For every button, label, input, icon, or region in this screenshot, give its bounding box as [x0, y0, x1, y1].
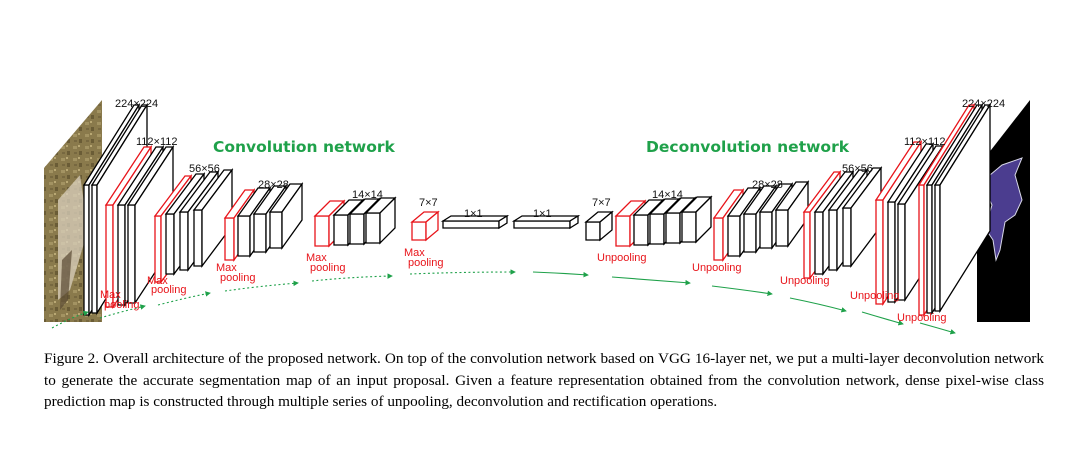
svg-text:pooling: pooling — [408, 257, 443, 269]
convolution-network-title: Convolution network — [213, 138, 396, 156]
architecture-diagram: Convolution network Deconvolution networ… — [44, 98, 1030, 335]
flow-arrow-7 — [532, 271, 589, 278]
svg-text:Max: Max — [216, 262, 237, 274]
max-pooling-label-5: Max pooling — [404, 247, 443, 269]
max-pooling-label-1: Max pooling — [100, 289, 139, 311]
conv-block-9 — [192, 168, 234, 268]
dim-label-fc-1: 1×1 — [464, 208, 483, 220]
dim-label-dec-1: 7×7 — [592, 197, 611, 209]
dim-label-dec-6: 224×224 — [962, 98, 1005, 110]
figure-caption: Figure 2. Overall architecture of the pr… — [44, 350, 1044, 410]
flow-arrow-5 — [311, 273, 393, 282]
svg-text:Max: Max — [100, 289, 121, 301]
dim-label-enc-6: 7×7 — [419, 197, 438, 209]
unpooling-label-1: Unpooling — [597, 252, 647, 264]
conv-block-18 — [410, 210, 440, 242]
unpooling-label-5: Unpooling — [897, 312, 947, 324]
dim-label-dec-3: 28×28 — [752, 179, 783, 191]
flow-arrows — [51, 269, 956, 335]
unpooling-label-3: Unpooling — [780, 275, 830, 287]
deconv-block-21 — [584, 210, 614, 242]
dim-label-enc-2: 112×112 — [136, 136, 178, 148]
unpooling-label-2: Unpooling — [692, 262, 742, 274]
svg-text:Max: Max — [147, 275, 168, 287]
max-pooling-label-2: Max pooling — [147, 275, 186, 296]
conv-block-17 — [364, 196, 397, 245]
deconv-block-35 — [841, 166, 883, 268]
fc-block-20 — [511, 214, 581, 230]
max-pooling-label-4: Max pooling — [306, 252, 345, 274]
conv-block-13 — [268, 181, 304, 251]
flow-arrow-2 — [99, 304, 146, 319]
layer-blocks — [82, 102, 992, 318]
dim-label-enc-3: 56×56 — [189, 163, 220, 175]
dim-label-enc-1: 224×224 — [115, 98, 158, 110]
dim-label-dec-5: 112×112 — [904, 136, 946, 148]
svg-text:pooling: pooling — [220, 272, 255, 284]
flow-arrow-4 — [224, 280, 299, 292]
deconvolution-network-title: Deconvolution network — [646, 138, 850, 156]
flow-arrow-6 — [409, 269, 516, 275]
flow-arrow-11 — [861, 311, 904, 326]
dim-label-enc-4: 28×28 — [258, 179, 289, 191]
flow-arrow-12 — [919, 322, 956, 335]
flow-arrow-9 — [711, 285, 773, 297]
dim-label-enc-5: 14×14 — [352, 189, 383, 201]
deconv-block-31 — [774, 179, 810, 249]
fc-block-19 — [440, 214, 510, 230]
svg-text:pooling: pooling — [104, 299, 139, 311]
flow-arrow-1 — [51, 310, 89, 329]
max-pooling-label-3: Max pooling — [216, 262, 255, 284]
svg-text:Max: Max — [306, 252, 327, 264]
dim-label-dec-4: 56×56 — [842, 163, 873, 175]
deconv-block-41 — [933, 102, 992, 314]
dim-label-fc-2: 1×1 — [533, 208, 552, 220]
flow-arrow-8 — [611, 276, 691, 286]
svg-text:pooling: pooling — [151, 284, 186, 296]
svg-text:Max: Max — [404, 247, 425, 259]
unpooling-label-4: Unpooling — [850, 290, 900, 302]
flow-arrow-10 — [789, 297, 847, 313]
svg-text:pooling: pooling — [310, 262, 345, 274]
dim-label-dec-2: 14×14 — [652, 189, 683, 201]
deconv-block-26 — [680, 195, 713, 244]
